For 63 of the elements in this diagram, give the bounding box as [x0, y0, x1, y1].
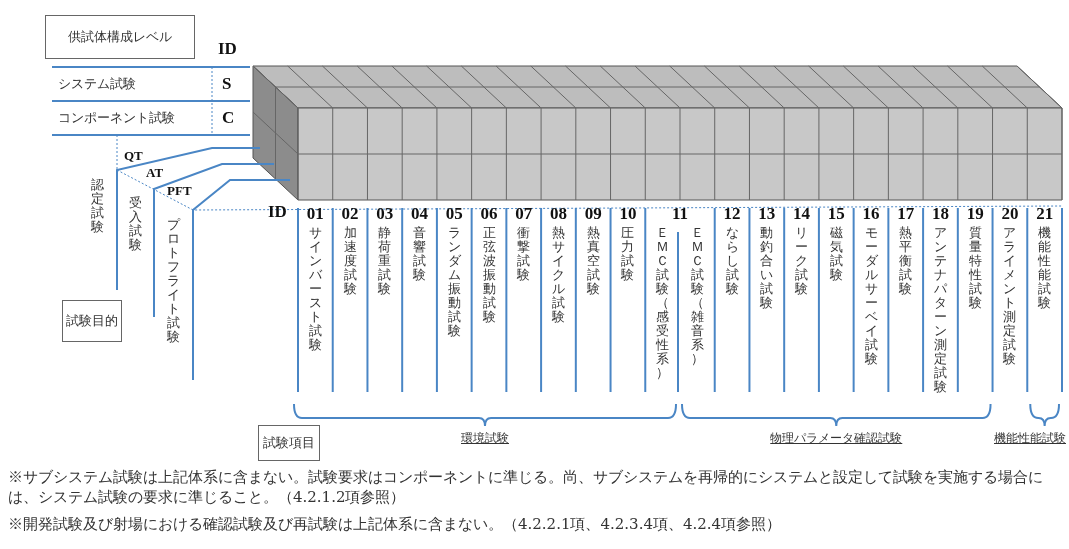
test-name: ＥＭＣ試験（感受性系） — [655, 226, 670, 380]
label-box: 試験項目 — [258, 425, 320, 461]
purpose-name: プロトフライト試験 — [166, 218, 180, 344]
column-number: 14 — [792, 205, 812, 222]
test-name: サインバースト試験 — [308, 226, 323, 352]
category-label: 環境試験 — [461, 432, 509, 444]
purpose-code: PFT — [167, 184, 192, 197]
column-number: 01 — [305, 205, 325, 222]
category-label: 機能性能試験 — [994, 432, 1066, 444]
column-number: 15 — [826, 205, 846, 222]
column-number: 17 — [896, 205, 916, 222]
column-number: 12 — [722, 205, 742, 222]
test-name: ランダム振動試験 — [447, 226, 462, 338]
column-number: 19 — [965, 205, 985, 222]
row-label: コンポーネント試験 — [58, 111, 175, 124]
test-name: 音響試験 — [412, 226, 427, 282]
test-name: 機能性能試験 — [1037, 226, 1052, 310]
test-name: 加速度試験 — [343, 226, 358, 296]
test-name: 熱平衡試験 — [898, 226, 913, 296]
test-name: 熱真空試験 — [586, 226, 601, 296]
test-name: ＥＭＣ試験（雑音系） — [690, 226, 705, 366]
row-code: S — [222, 75, 232, 92]
column-number: 20 — [1000, 205, 1020, 222]
purpose-code: QT — [124, 149, 143, 162]
test-name: アンテナパターン測定試験 — [933, 226, 948, 394]
row-code: C — [222, 109, 235, 126]
test-name: 圧力試験 — [620, 226, 635, 282]
test-name: アライメント測定試験 — [1002, 226, 1017, 366]
column-number: 04 — [410, 205, 430, 222]
test-name: 磁気試験 — [829, 226, 844, 282]
column-number: 02 — [340, 205, 360, 222]
test-name: 静荷重試験 — [377, 226, 392, 296]
column-number: 11 — [670, 205, 690, 222]
column-number: 03 — [375, 205, 395, 222]
column-number: 18 — [930, 205, 950, 222]
test-name: モーダルサーベイ試験 — [864, 226, 878, 366]
note-text: ※サブシステム試験は上記体系に含まない。試験要求はコンポーネントに準じる。尚、サブシステムを再帰的にシステムと設定して試験を実施する場合には、システム試験の要求に準じること。（4.2.1.2項参照） — [8, 468, 1044, 507]
label-box: 試験目的 — [62, 300, 122, 342]
test-name: 動釣合い試験 — [759, 226, 774, 310]
column-number: 10 — [618, 205, 638, 222]
test-name: 熱サイクル試験 — [551, 226, 566, 324]
purpose-name: 受入試験 — [128, 196, 142, 252]
column-number: 07 — [514, 205, 534, 222]
test-name: 質量特性試験 — [968, 226, 983, 310]
test-name: 正弦波振動試験 — [482, 226, 496, 324]
column-number: 21 — [1035, 205, 1055, 222]
column-number: 09 — [583, 205, 603, 222]
purpose-code: AT — [146, 166, 164, 179]
row-label: システム試験 — [58, 77, 136, 90]
column-header: ID — [218, 40, 237, 57]
column-number: 06 — [479, 205, 499, 222]
column-header: ID — [268, 203, 287, 220]
category-label: 物理パラメータ確認試験 — [770, 432, 903, 444]
label-box: 供試体構成レベル — [45, 15, 195, 59]
purpose-name: 認定試験 — [90, 178, 104, 234]
test-name: 衝撃試験 — [516, 226, 531, 282]
note-text: ※開発試験及び射場における確認試験及び再試験は上記体系に含まない。（4.2.2.1項、4.2.3.4項、4.2.4項参照） — [8, 515, 783, 535]
column-number: 13 — [757, 205, 777, 222]
test-name: リーク試験 — [794, 226, 809, 296]
column-number: 16 — [861, 205, 881, 222]
column-number: 08 — [548, 205, 568, 222]
test-name: ならし試験 — [725, 226, 740, 296]
column-number: 05 — [444, 205, 464, 222]
